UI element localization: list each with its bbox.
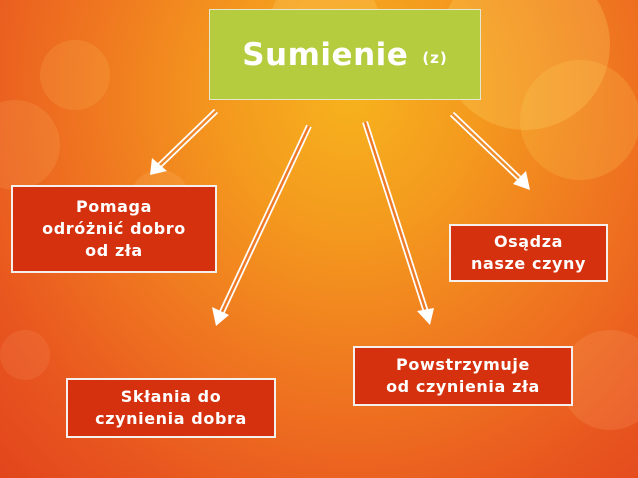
box-distinguish: Pomaga odróżnić dobro od zła — [11, 185, 217, 273]
arrow-to-bottom-right — [362, 121, 434, 325]
arrow-to-left — [150, 108, 219, 175]
arrow-to-bottom-left — [212, 124, 312, 326]
box-inclines: Skłania do czynienia dobra — [66, 378, 276, 438]
box-restrains: Powstrzymuje od czynienia zła — [353, 346, 573, 406]
arrow-to-right — [449, 111, 530, 190]
title-main: Sumienie — [242, 36, 409, 73]
title-sub: (z) — [422, 48, 448, 67]
title-box: Sumienie (z) — [209, 9, 481, 100]
box-judges: Osądza nasze czyny — [449, 224, 608, 282]
